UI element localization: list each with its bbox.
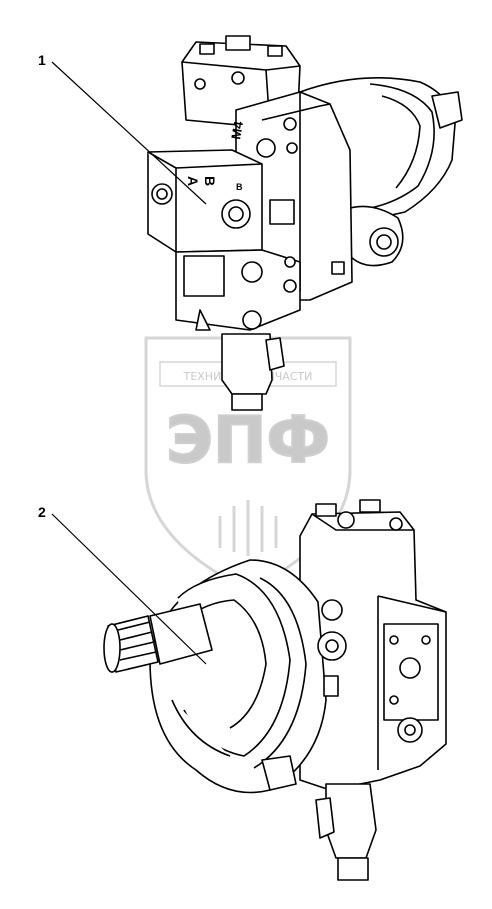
- callout-1: 1: [38, 52, 46, 68]
- port-m4-marking: M4: [228, 119, 246, 140]
- leader-line-1: [51, 61, 207, 205]
- port-a-marking: A: [185, 176, 201, 186]
- watermark-logo-text: ЭПФ: [166, 404, 330, 478]
- port-b-small-marking: B: [236, 182, 243, 192]
- port-b-marking: B: [202, 176, 218, 186]
- callout-2: 2: [38, 504, 46, 520]
- leader-line-2: [51, 513, 207, 665]
